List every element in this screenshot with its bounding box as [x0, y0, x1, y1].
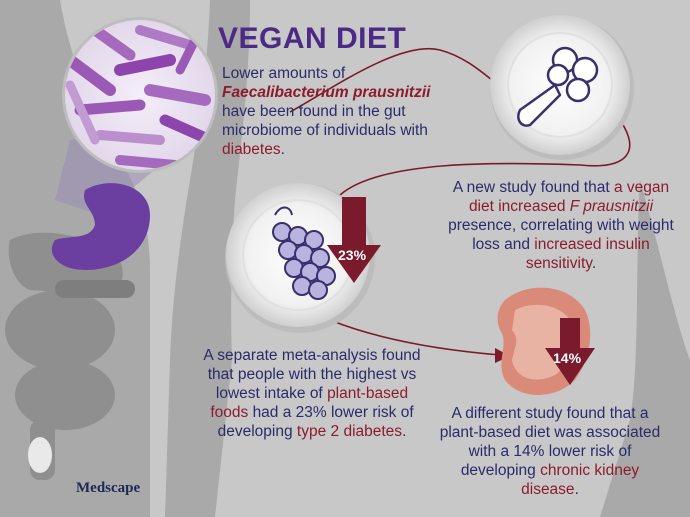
down-arrow-icon — [327, 197, 381, 283]
condition-highlight: diabetes — [222, 141, 281, 158]
down-arrow-icon-2 — [545, 318, 595, 385]
microbe-image — [62, 17, 218, 173]
grapes-icon — [272, 206, 336, 300]
species-name: Faecalibacterium prausnitzii — [222, 84, 431, 101]
study1-text: A new study found that a vegan diet incr… — [448, 179, 674, 272]
connector-lines — [289, 47, 631, 356]
medscape-logo: Medscape — [76, 480, 141, 496]
study2-text: A separate meta-analysis found that peop… — [203, 347, 421, 440]
broccoli-plate — [490, 15, 634, 160]
broccoli-icon — [517, 46, 599, 127]
stomach — [51, 183, 150, 270]
study3-text: A different study found that a plant-bas… — [439, 405, 661, 498]
page-title: VEGAN DIET — [218, 22, 407, 55]
kidney-percent-badge: 14% — [553, 350, 582, 366]
intro-text: Lower amounts of Faecalibacterium prausn… — [222, 65, 431, 158]
grapes-percent-badge: 23% — [338, 247, 367, 263]
